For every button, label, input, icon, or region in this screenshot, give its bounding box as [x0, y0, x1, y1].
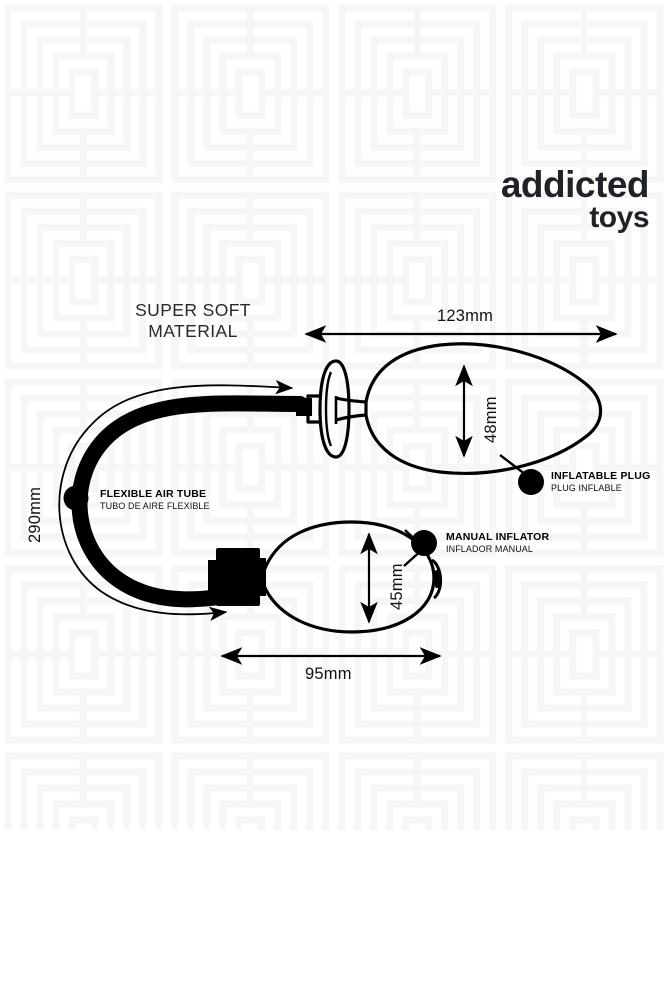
- callout-manual-inflator-en: MANUAL INFLATOR: [446, 531, 550, 543]
- headline-line1: SUPER SOFT: [135, 300, 251, 320]
- callout-inflatable-plug-es: PLUG INFLABLE: [551, 483, 622, 494]
- headline-super-soft-material: SUPER SOFT MATERIAL: [103, 300, 283, 343]
- callout-manual-inflator: MANUAL INFLATOR INFLADOR MANUAL: [446, 531, 549, 555]
- dimension-label-plug-width: 48mm: [482, 396, 500, 443]
- brand-logo-line1: addicted: [500, 164, 650, 205]
- headline-line2: MATERIAL: [148, 321, 238, 342]
- callout-marker-manual-inflator: [403, 529, 437, 567]
- brand-logo-line2: toys: [589, 201, 649, 235]
- callout-flexible-air-tube-es: TUBO DE AIRE FLEXIBLE: [100, 501, 210, 512]
- callout-flexible-air-tube: FLEXIBLE AIR TUBE TUBO DE AIRE FLEXIBLE: [100, 488, 210, 512]
- dimension-label-bulb-length: 95mm: [305, 665, 352, 683]
- callout-inflatable-plug-en: INFLATABLE PLUG: [551, 470, 651, 482]
- watermark-pattern: [0, 0, 667, 830]
- dimension-label-bulb-height: 45mm: [388, 563, 406, 610]
- inflator-valve-block: [208, 548, 266, 606]
- plug-connector: [296, 398, 312, 416]
- dimension-label-tube-length: 290mm: [26, 486, 44, 543]
- callout-marker-inflatable-plug: [499, 454, 544, 495]
- brand-logo: addicted toys: [500, 164, 650, 235]
- dimension-line-tube-length: [58, 379, 294, 621]
- callout-inflatable-plug: INFLATABLE PLUG PLUG INFLABLE: [551, 470, 650, 494]
- inflatable-plug: [306, 342, 603, 475]
- callout-flexible-air-tube-en: FLEXIBLE AIR TUBE: [100, 488, 207, 500]
- flexible-air-tube: [63, 395, 308, 608]
- dimension-label-plug-length: 123mm: [437, 307, 494, 325]
- callout-manual-inflator-es: INFLADOR MANUAL: [446, 544, 534, 555]
